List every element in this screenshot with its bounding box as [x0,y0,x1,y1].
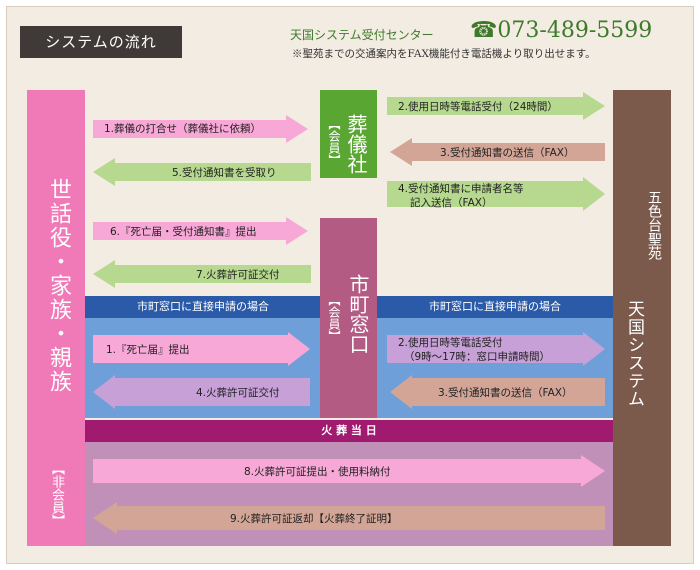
step2-label: 2.使用日時等電話受付（24時間） [398,101,558,113]
fax-note: ※聖苑までの交通案内をFAX機能付き電話機より取り出せます。 [292,48,596,60]
arrow-city-step1 [93,332,310,366]
center-name: 天国システム受付センター [290,28,434,42]
arrow-step7 [93,260,311,288]
arrow-day-step9 [93,502,605,534]
phone-digits: 073-489-5599 [497,18,653,43]
step4-label-line2: 記入送信（FAX） [410,197,493,209]
arrow-step3 [390,138,605,166]
crematorium-place: 五色台聖苑 [646,190,662,260]
funeral-member-status: 【会員】 [327,118,341,166]
arrow-step6 [93,217,308,245]
step5-label: 5.受付通知書を受取り [172,167,277,179]
step7-label: 7.火葬許可証交付 [196,269,280,281]
funeral-company-title: 葬儀社 [344,114,368,174]
city-step2-label-line1: 2.使用日時等電話受付 [398,337,503,349]
arrow-city-step3 [390,375,605,409]
band-direct-right: 市町窓口に直接申請の場合 [377,296,613,318]
city-window-box: 市町窓口 【会員】 [320,218,377,418]
step6-label: 6.『死亡届・受付通知書』提出 [110,226,257,238]
arrow-step2 [387,92,605,120]
page-title: システムの流れ [20,26,182,58]
day-step8-label: 8.火葬許可証提出・使用料納付 [244,466,391,478]
arrow-step1 [93,115,308,143]
family-column: 世話役・家族・親族 【非会員】 [27,90,85,546]
city-step3-label: 3.受付通知書の送信（FAX） [438,387,573,399]
funeral-company-box: 葬儀社 【会員】 [320,90,377,178]
city-window-title: 市町窓口 [346,274,370,354]
arrow-day-step8 [93,455,605,487]
city-member-status: 【会員】 [327,294,341,342]
family-member-status: 【非会員】 [49,462,64,527]
arrow-city-step4 [93,375,310,409]
arrow-step4 [387,177,605,211]
band-cremation-day: 火 葬 当 日 [85,420,613,442]
arrow-city-step2 [387,332,605,366]
crematorium-column: 五色台聖苑 天国システム [613,90,671,546]
city-step4-label: 4.火葬許可証交付 [196,387,280,399]
step3-label: 3.受付通知書の送信（FAX） [440,147,575,159]
band-direct-left: 市町窓口に直接申請の場合 [85,296,321,318]
crematorium-system: 天国システム [624,300,644,408]
step4-label-line1: 4.受付通知書に申請者名等 [398,183,524,195]
arrow-step5 [93,158,311,186]
day-step9-label: 9.火葬許可証返却【火葬終了証明】 [230,513,398,525]
telephone-icon: ☎ [470,18,498,43]
city-step1-label: 1.『死亡届』提出 [106,344,190,356]
city-step2-label-line2: （9時～17時：窓口申請時間） [404,351,551,363]
step1-label: 1.葬儀の打合せ（葬儀社に依頼） [104,123,262,135]
family-title: 世話役・家族・親族 [46,178,71,394]
phone-number: ☎073-489-5599 [470,18,652,43]
